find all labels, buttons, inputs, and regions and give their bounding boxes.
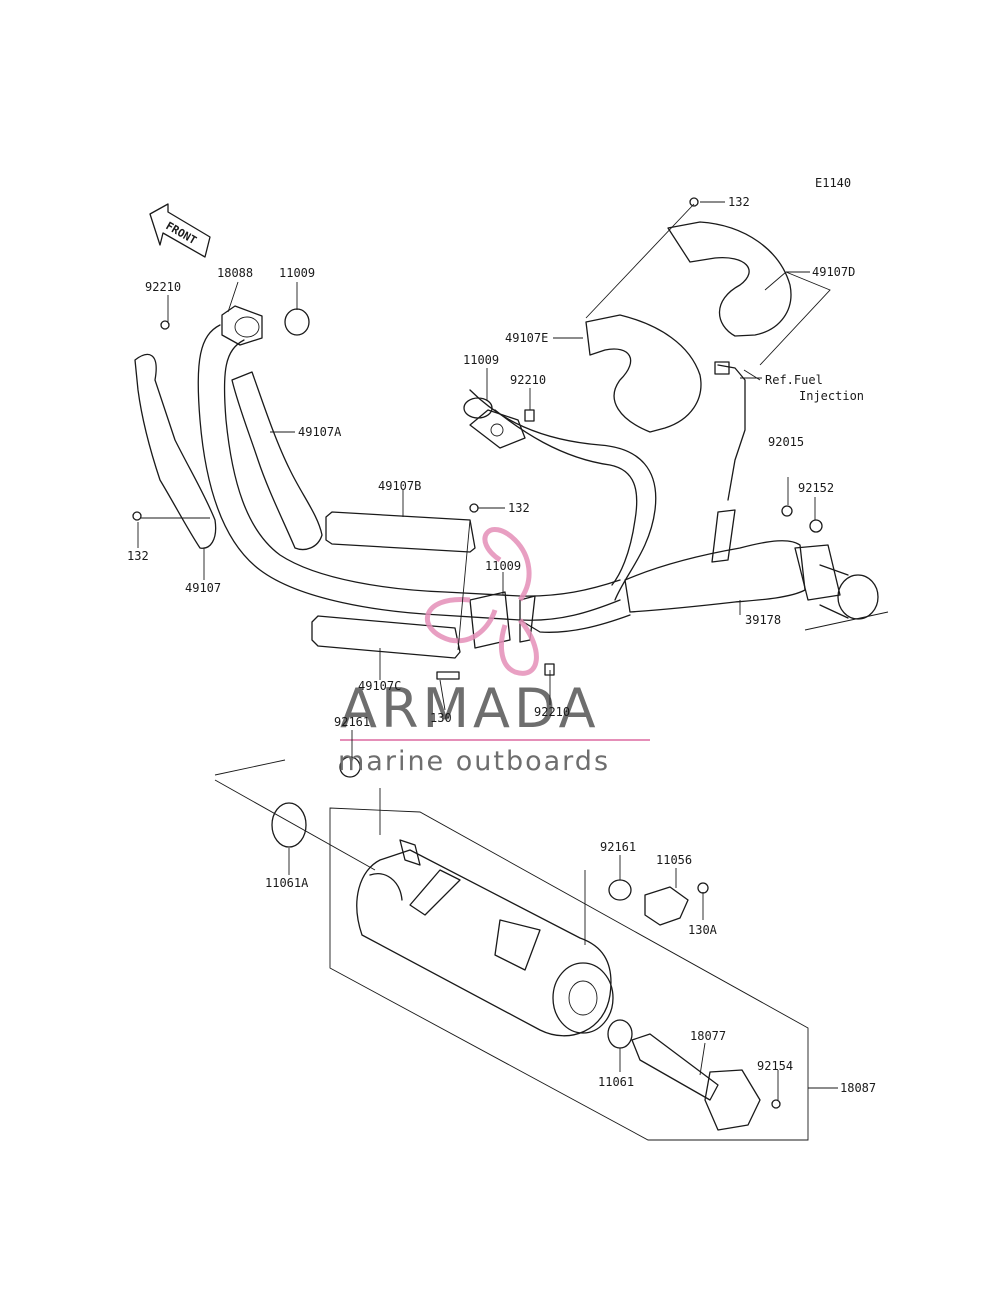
part-label: 11061	[598, 1075, 634, 1089]
ref-note-line1: Ref.Fuel	[765, 373, 823, 387]
fasteners	[132, 197, 823, 1109]
nut-92210-mid	[524, 409, 535, 422]
nut-92015	[781, 505, 793, 517]
bolt-130	[436, 671, 460, 680]
part-label: 18077	[690, 1029, 726, 1043]
part-label: 49107E	[505, 331, 548, 345]
nut-92210-low	[544, 663, 555, 676]
diagram-code: E1140	[815, 176, 851, 190]
part-label: 11009	[279, 266, 315, 280]
front-arrow-icon: FRONT	[149, 203, 211, 258]
gasket-11009-mid	[463, 397, 493, 419]
leader-lines	[137, 201, 838, 1100]
part-label: 49107	[185, 581, 221, 595]
upper-heat-shields	[585, 221, 792, 433]
part-label: 130	[430, 711, 452, 725]
washer-92152	[809, 519, 823, 533]
armada-logo-icon	[424, 527, 539, 676]
part-label: 132	[728, 195, 750, 209]
part-label: 92154	[757, 1059, 793, 1073]
gasket-11009-left	[284, 308, 310, 336]
part-label: 11009	[485, 559, 521, 573]
part-label: 132	[127, 549, 149, 563]
bolt-130a	[697, 882, 709, 894]
bolt-132-mid	[469, 503, 479, 513]
oxygen-sensor-and-collector	[624, 361, 889, 631]
part-label: 11061A	[265, 876, 309, 890]
part-label: 92210	[534, 705, 570, 719]
exhaust-header-pipes	[134, 305, 657, 659]
part-label: 130A	[688, 923, 718, 937]
part-label: 39178	[745, 613, 781, 627]
part-label: 49107A	[298, 425, 342, 439]
watermark-subtitle: marine outboards	[338, 746, 610, 777]
part-label: 11056	[656, 853, 692, 867]
part-label: 18087	[840, 1081, 876, 1095]
watermark-title: ARMADA	[340, 677, 600, 740]
part-label: 92210	[145, 280, 181, 294]
ref-note-line2: Injection	[799, 389, 864, 403]
part-label: 49107B	[378, 479, 421, 493]
part-label: 18088	[217, 266, 253, 280]
part-label: 132	[508, 501, 530, 515]
part-label: 92161	[600, 840, 636, 854]
part-label: 92210	[510, 373, 546, 387]
armada-watermark: ARMADA marine outboards	[338, 527, 650, 777]
part-label: 92152	[798, 481, 834, 495]
bolt-132-top	[689, 197, 699, 207]
nut-92210-left	[160, 320, 170, 330]
bolt-132-left	[132, 511, 142, 521]
part-label: 49107D	[812, 265, 855, 279]
part-labels: 132 49107D 49107E 11009 92210 92210 1808…	[127, 195, 876, 1095]
bolt-92154	[771, 1099, 781, 1109]
part-label: 92161	[334, 715, 370, 729]
part-label: 49107C	[358, 679, 401, 693]
part-label: 92015	[768, 435, 804, 449]
part-label: 11009	[463, 353, 499, 367]
muffler-assembly	[214, 756, 809, 1141]
